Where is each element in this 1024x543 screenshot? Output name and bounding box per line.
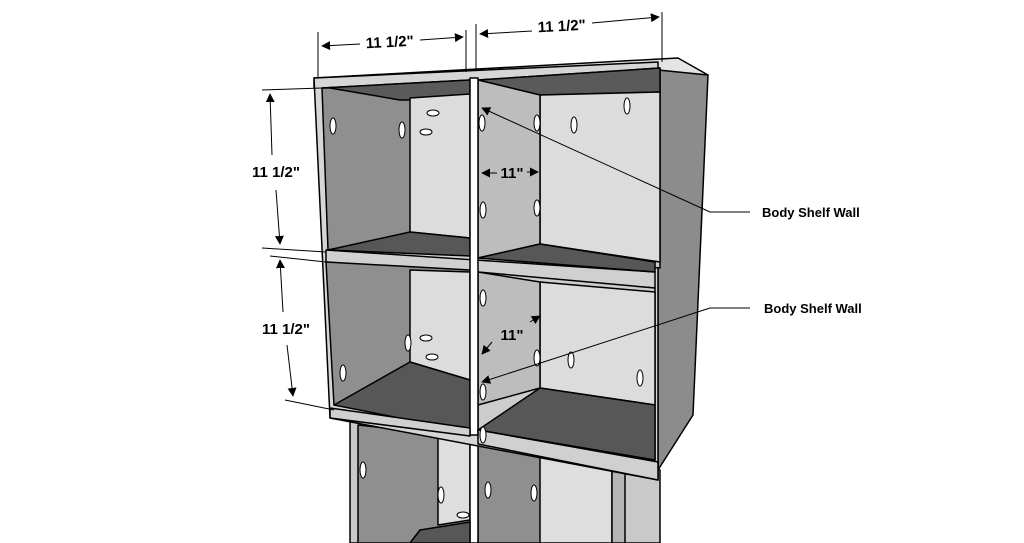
dim-lower-height: 11 1/2" bbox=[262, 321, 310, 338]
dim-top-right-width: 11 1/2" bbox=[537, 17, 586, 36]
dimension-lines bbox=[261, 12, 663, 411]
pocket-holes bbox=[329, 97, 644, 519]
callout-leaders bbox=[481, 107, 750, 384]
upper-cabinet bbox=[313, 57, 709, 519]
dim-upper-depth: 11" bbox=[501, 165, 524, 182]
dim-upper-height: 11 1/2" bbox=[252, 164, 300, 181]
callout-body-shelf-wall-upper: Body Shelf Wall bbox=[762, 205, 860, 220]
dim-top-left-width: 11 1/2" bbox=[365, 33, 414, 52]
callout-body-shelf-wall-lower: Body Shelf Wall bbox=[764, 301, 862, 316]
dim-lower-depth: 11" bbox=[501, 327, 524, 344]
